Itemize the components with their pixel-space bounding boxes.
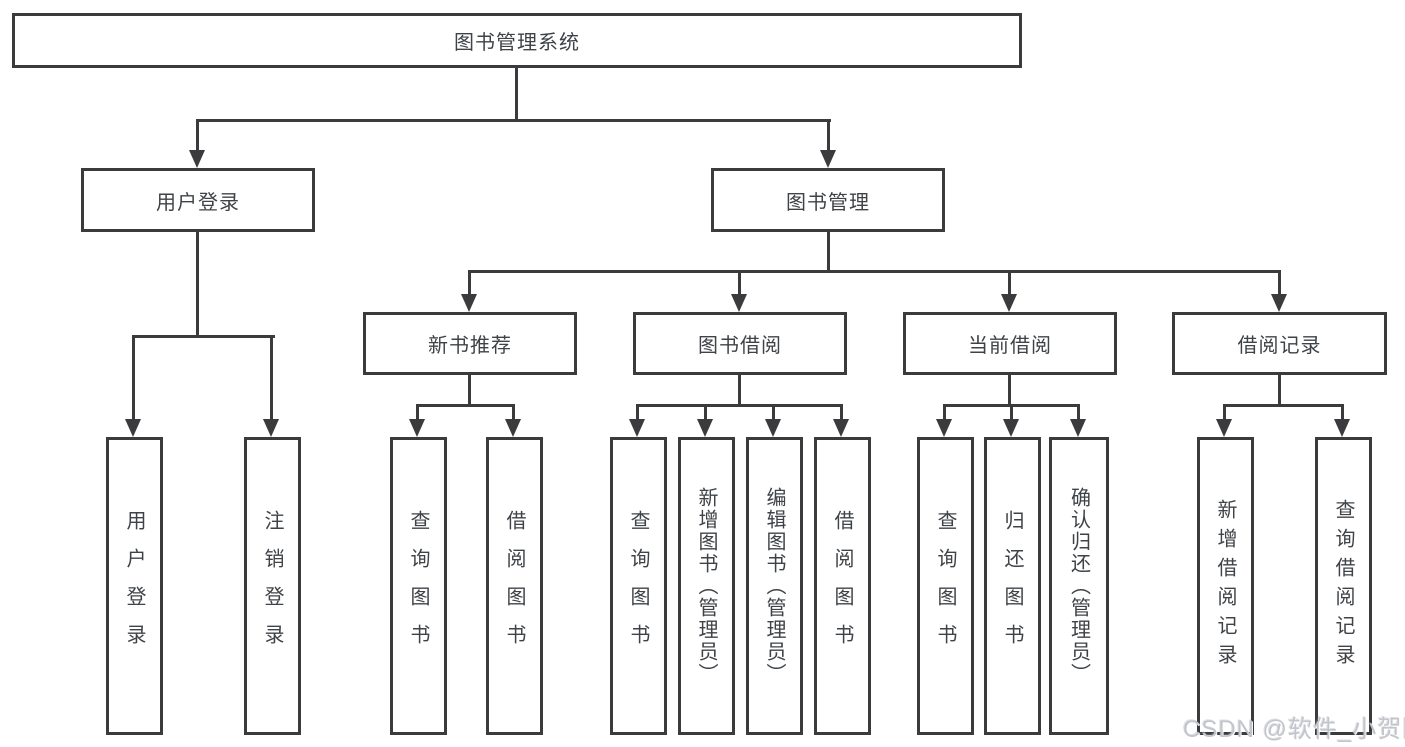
- connector-line: [196, 119, 831, 122]
- node-current-borrow-label: 当前借阅: [968, 335, 1052, 357]
- arrowhead-icon: [409, 406, 425, 437]
- connector-line: [738, 375, 741, 407]
- arrowhead-icon: [820, 121, 836, 168]
- leaf-query-books-borrow: 查询图书: [610, 437, 667, 735]
- arrowhead-icon: [505, 406, 521, 437]
- leaf-query-books-recommend: 查询图书: [390, 437, 447, 735]
- leaf-query-books-current-label: 查询图书: [934, 510, 956, 662]
- leaf-query-books-borrow-label: 查询图书: [627, 510, 649, 662]
- leaf-confirm-return-admin-label: 确认归还（管理员）: [1067, 487, 1090, 685]
- leaf-query-books-current: 查询图书: [917, 437, 974, 735]
- node-borrow-records-label: 借阅记录: [1237, 335, 1322, 357]
- arrowhead-icon: [731, 272, 747, 312]
- leaf-borrow-books: 借阅图书: [814, 437, 871, 735]
- leaf-edit-book-admin-label: 编辑图书（管理员）: [763, 487, 785, 685]
- leaf-query-borrow-record: 查询借阅记录: [1315, 437, 1372, 735]
- connector-line: [1008, 375, 1011, 407]
- connector-line: [196, 232, 199, 338]
- node-user-login-label: 用户登录: [156, 191, 240, 214]
- node-new-book-recommend: 新书推荐: [363, 312, 577, 375]
- leaf-return-book-label: 归还图书: [1001, 510, 1023, 662]
- node-book-borrow: 图书借阅: [633, 312, 847, 375]
- node-book-borrow-label: 图书借阅: [698, 335, 782, 357]
- leaf-logout-label: 注销登录: [261, 510, 283, 662]
- csdn-watermark: CSDN @软件_小贺同学: [1183, 716, 1405, 743]
- leaf-borrow-books-recommend: 借阅图书: [486, 437, 543, 735]
- arrowhead-icon: [1070, 406, 1086, 437]
- connector-line: [468, 375, 471, 407]
- leaf-user-login: 用户登录: [106, 437, 163, 735]
- arrowhead-icon: [189, 121, 205, 168]
- leaf-borrow-books-recommend-label: 借阅图书: [503, 510, 525, 662]
- node-new-book-recommend-label: 新书推荐: [428, 335, 512, 357]
- node-user-login: 用户登录: [81, 168, 315, 232]
- arrowhead-icon: [1271, 272, 1287, 312]
- node-book-management: 图书管理: [711, 168, 945, 232]
- arrowhead-icon: [629, 406, 645, 437]
- node-current-borrow: 当前借阅: [903, 312, 1117, 375]
- connector-line: [827, 232, 830, 273]
- arrowhead-icon: [125, 337, 141, 437]
- leaf-query-borrow-record-label: 查询借阅记录: [1332, 499, 1354, 673]
- leaf-query-books-recommend-label: 查询图书: [407, 510, 429, 662]
- leaf-confirm-return-admin: 确认归还（管理员）: [1049, 437, 1109, 735]
- leaf-add-borrow-record: 新增借阅记录: [1197, 437, 1254, 735]
- arrowhead-icon: [1334, 406, 1350, 437]
- leaf-add-book-admin: 新增图书（管理员）: [678, 437, 735, 735]
- connector-line: [636, 404, 843, 407]
- arrowhead-icon: [936, 406, 952, 437]
- node-library-system-label: 图书管理系统: [454, 32, 580, 54]
- connector-line: [416, 404, 515, 407]
- connector-line: [1223, 404, 1344, 407]
- connector-line: [132, 335, 275, 338]
- connector-line: [468, 270, 1281, 273]
- connector-line: [943, 404, 1080, 407]
- arrowhead-icon: [1216, 406, 1232, 437]
- node-book-management-label: 图书管理: [786, 191, 870, 214]
- connector-line: [1278, 375, 1281, 407]
- arrowhead-icon: [697, 406, 713, 437]
- arrowhead-icon: [765, 406, 781, 437]
- leaf-user-login-label: 用户登录: [123, 510, 145, 662]
- leaf-return-book: 归还图书: [984, 437, 1041, 735]
- leaf-logout: 注销登录: [244, 437, 301, 735]
- arrowhead-icon: [1003, 406, 1019, 437]
- arrowhead-icon: [263, 337, 279, 437]
- arrowhead-icon: [461, 272, 477, 312]
- node-borrow-records: 借阅记录: [1172, 312, 1387, 375]
- arrowhead-icon: [1001, 272, 1017, 312]
- arrowhead-icon: [833, 406, 849, 437]
- leaf-add-borrow-record-label: 新增借阅记录: [1214, 499, 1236, 673]
- connector-line: [515, 68, 518, 121]
- node-library-system: 图书管理系统: [12, 13, 1022, 68]
- leaf-edit-book-admin: 编辑图书（管理员）: [746, 437, 803, 735]
- leaf-add-book-admin-label: 新增图书（管理员）: [695, 487, 717, 685]
- leaf-borrow-books-label: 借阅图书: [831, 510, 853, 662]
